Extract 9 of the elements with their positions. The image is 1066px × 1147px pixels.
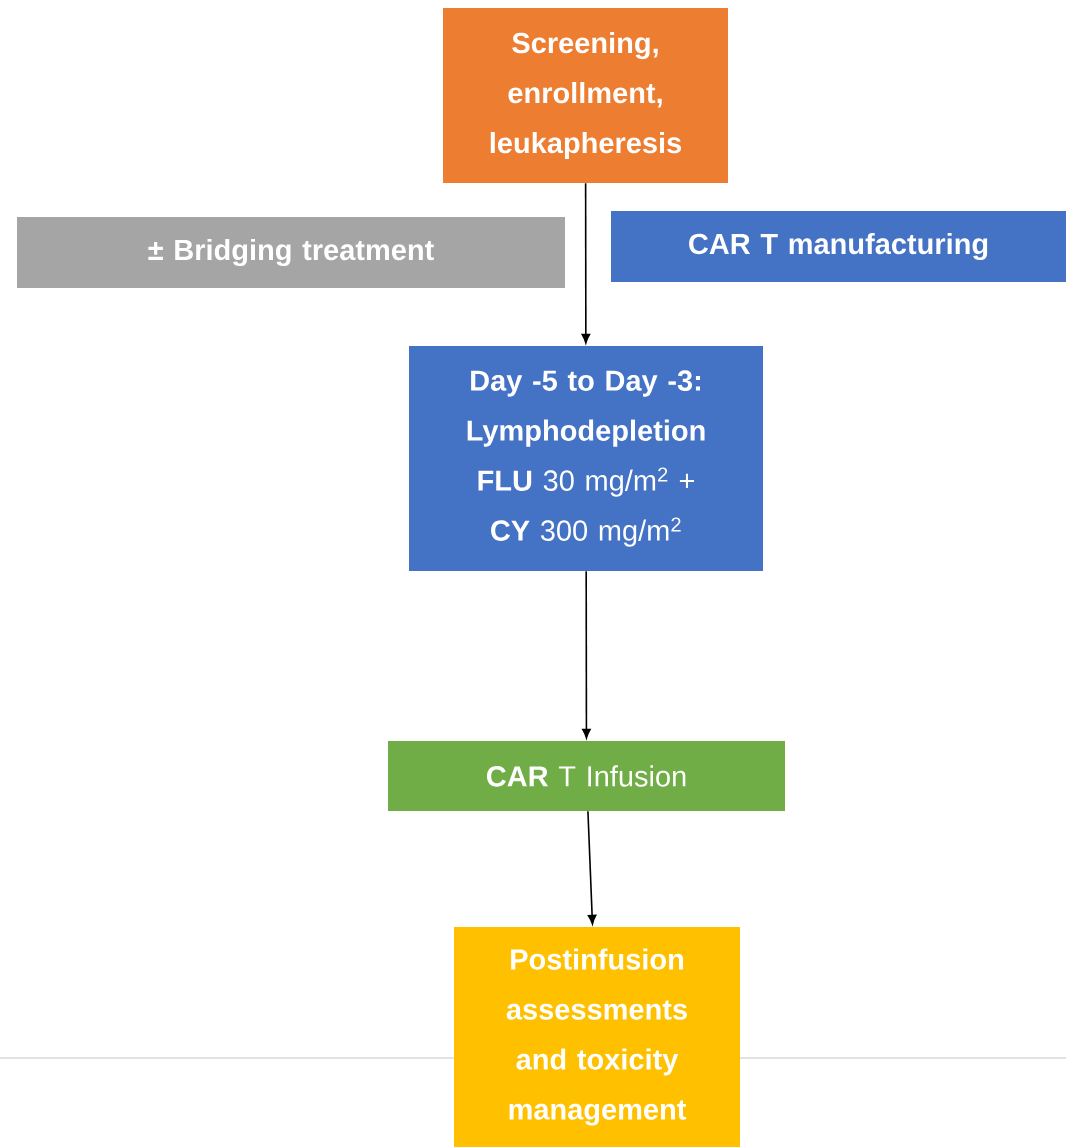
process-box: CAR T manufacturing: [611, 211, 1066, 282]
process-box: Day -5 to Day -3: Lymphodepletion FLU 30 mg/m$^{2}$ + CY 300 mg/m$^{2}$: [409, 346, 763, 571]
arrow: [582, 570, 591, 739]
process-box: Screening, enrollment, leukapheresis: [443, 8, 728, 183]
process-box: ± Bridging treatment: [17, 217, 565, 288]
process-box: CAR T Infusion: [388, 741, 785, 811]
arrow: [587, 810, 597, 925]
arrow: [581, 182, 591, 344]
process-box: Postinfusion assessments and toxicity management: [454, 927, 740, 1147]
